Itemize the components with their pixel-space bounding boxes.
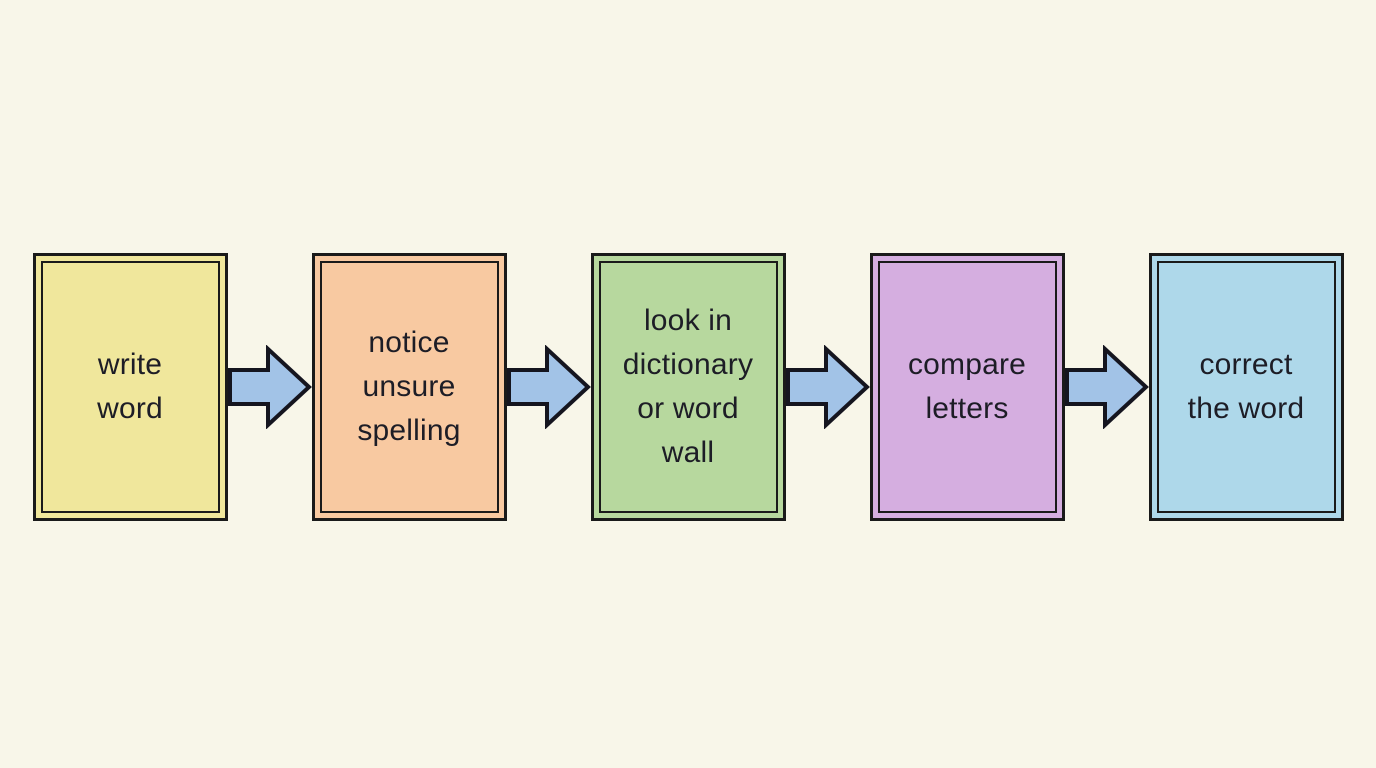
flow-step-inner: notice unsure spelling xyxy=(319,261,499,513)
flow-step-label-line: word xyxy=(97,392,163,425)
right-arrow-shape xyxy=(1064,345,1149,429)
flow-step-correct-the-word: correct the word xyxy=(1148,253,1344,521)
right-arrow-icon xyxy=(506,345,591,429)
flow-step-label-line: spelling xyxy=(357,414,461,447)
flow-step-write-word: write word xyxy=(32,253,228,521)
flow-step-notice-unsure-spelling: notice unsure spelling xyxy=(311,253,507,521)
flow-step-label-line: compare xyxy=(907,348,1027,381)
flow-step-inner: write word xyxy=(40,261,220,513)
right-arrow-icon xyxy=(227,345,312,429)
flowchart-row: write word notice unsure spelling look in di… xyxy=(0,253,1376,521)
right-arrow-icon xyxy=(1064,345,1149,429)
flow-step-compare-letters: compare letters xyxy=(869,253,1065,521)
flow-step-label-line: write xyxy=(97,348,163,381)
right-arrow-shape xyxy=(785,345,870,429)
flow-step-label-line: wall xyxy=(661,436,715,469)
flow-step-label-line: correct xyxy=(1199,348,1293,381)
flow-step-inner: correct the word xyxy=(1156,261,1336,513)
flow-step-label-line: the word xyxy=(1187,392,1305,425)
flow-step-look-in-dictionary: look in dictionary or word wall xyxy=(590,253,786,521)
flow-step-label-line: letters xyxy=(925,392,1009,425)
flow-step-inner: look in dictionary or word wall xyxy=(598,261,778,513)
flow-step-label-line: look in xyxy=(643,304,733,337)
flow-step-label-line: dictionary xyxy=(622,348,754,381)
right-arrow-shape xyxy=(227,345,312,429)
right-arrow-shape xyxy=(506,345,591,429)
flow-step-label-line: unsure xyxy=(362,370,456,403)
right-arrow-icon xyxy=(785,345,870,429)
flow-step-label-line: notice xyxy=(368,326,450,359)
flow-step-inner: compare letters xyxy=(877,261,1057,513)
flow-step-label-line: or word xyxy=(637,392,739,425)
